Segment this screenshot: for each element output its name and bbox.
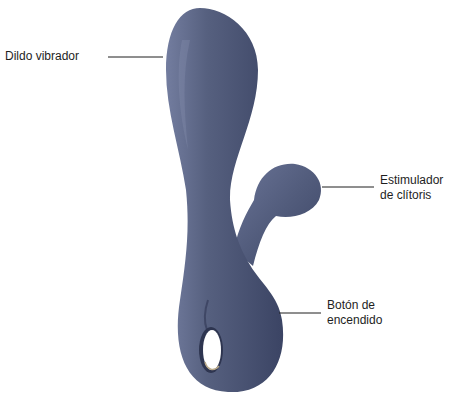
label-holder: Botón de encendido (327, 298, 399, 328)
leader-line (322, 187, 374, 188)
part-label: Dildo vibrador (5, 49, 105, 64)
label-holder: Dildo vibrador (5, 49, 105, 64)
label-holder: Estimulador de clítoris (380, 173, 456, 203)
leader-line (279, 313, 321, 314)
leader-line (108, 57, 163, 58)
body-highlight (179, 40, 190, 150)
device-body (166, 8, 283, 392)
handle-hole-edge (205, 362, 219, 369)
handle-hole-rim (199, 327, 223, 373)
handle-groove (205, 300, 208, 330)
part-label: Estimulador de clítoris (380, 173, 456, 203)
handle-hole (203, 330, 221, 370)
clitoral-arm (234, 164, 321, 266)
part-label: Botón de encendido (327, 298, 399, 328)
